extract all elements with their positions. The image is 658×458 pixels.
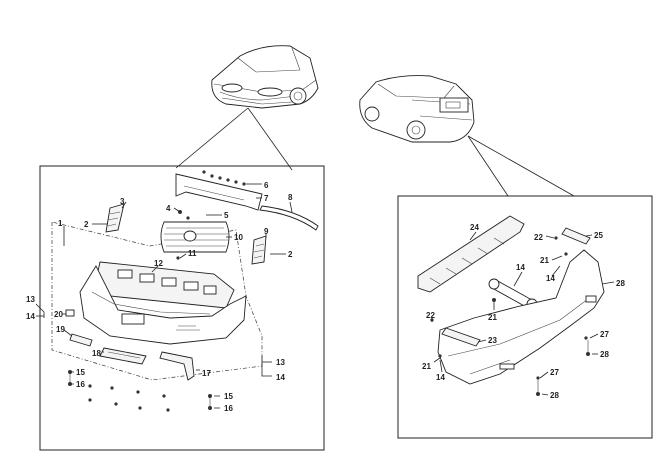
callout-21-strut: 21 bbox=[488, 313, 497, 322]
fasteners bbox=[68, 370, 212, 412]
front-callout-leaders bbox=[35, 183, 293, 409]
callout-10: 10 bbox=[234, 233, 243, 242]
callout-15-right: 15 bbox=[224, 392, 233, 401]
front-callout-labels: 1 2 3 4 5 6 7 8 9 10 2 11 12 13 14 20 19… bbox=[26, 181, 293, 413]
callout-28-bottom: 28 bbox=[550, 391, 559, 400]
rear-bumper-box bbox=[397, 195, 653, 439]
rear-bracket-right bbox=[561, 227, 591, 245]
callout-5: 5 bbox=[224, 211, 229, 220]
bumper-absorber bbox=[95, 261, 235, 309]
callout-22-left: 22 bbox=[426, 311, 435, 320]
callout-19: 19 bbox=[56, 325, 65, 334]
lower-grille bbox=[99, 347, 147, 365]
front-car-illustration bbox=[211, 45, 319, 109]
callout-16-left: 16 bbox=[76, 380, 85, 389]
callout-2-left: 2 bbox=[84, 220, 89, 229]
callout-25: 25 bbox=[594, 231, 603, 240]
rear-absorber bbox=[417, 215, 525, 293]
right-fog-grille bbox=[159, 351, 195, 381]
callout-14-left: 14 bbox=[26, 312, 35, 321]
callout-28-side: 28 bbox=[616, 279, 625, 288]
left-bracket bbox=[105, 203, 125, 233]
callout-13-right: 13 bbox=[276, 358, 285, 367]
clips-row bbox=[202, 170, 246, 186]
rear-callout-labels: 24 22 25 21 14 28 14 21 22 23 21 14 27 2… bbox=[422, 223, 625, 400]
callout-14-top: 14 bbox=[546, 274, 555, 283]
hood-strip bbox=[259, 205, 319, 231]
callout-14-right: 14 bbox=[276, 373, 285, 382]
callout-4: 4 bbox=[166, 204, 171, 213]
callout-14-strut: 14 bbox=[516, 263, 525, 272]
left-fog-grille bbox=[69, 333, 93, 347]
callout-9: 9 bbox=[264, 227, 269, 236]
small-plug bbox=[65, 309, 75, 317]
front-leader-line bbox=[175, 107, 249, 169]
rear-leader-line bbox=[467, 135, 509, 197]
right-bracket bbox=[251, 235, 267, 265]
rear-callout-leaders bbox=[431, 231, 615, 396]
callout-21-top: 21 bbox=[540, 256, 549, 265]
callout-16-right: 16 bbox=[224, 404, 233, 413]
front-bumper-cover bbox=[79, 265, 247, 345]
callout-3: 3 bbox=[120, 197, 125, 206]
callout-17: 17 bbox=[202, 369, 211, 378]
radiator-grille bbox=[160, 221, 230, 253]
callout-27-right: 27 bbox=[600, 330, 609, 339]
rear-car-illustration bbox=[359, 75, 475, 143]
callout-14-bottom: 14 bbox=[436, 373, 445, 382]
callout-21-bottom: 21 bbox=[422, 362, 431, 371]
grille-upper-trim bbox=[175, 173, 263, 211]
callout-11: 11 bbox=[188, 249, 197, 258]
callout-1: 1 bbox=[58, 219, 63, 228]
callout-27-bottom: 27 bbox=[550, 368, 559, 377]
callout-7: 7 bbox=[264, 194, 269, 203]
callout-2-right: 2 bbox=[288, 250, 293, 259]
callout-12: 12 bbox=[154, 259, 163, 268]
callout-28-right: 28 bbox=[600, 350, 609, 359]
callout-24: 24 bbox=[470, 223, 479, 232]
callout-8: 8 bbox=[288, 193, 293, 202]
rear-bracket-left bbox=[441, 327, 481, 347]
callout-18: 18 bbox=[92, 349, 101, 358]
callout-23: 23 bbox=[488, 336, 497, 345]
rear-bumper-cover bbox=[437, 249, 605, 385]
callout-22-top: 22 bbox=[534, 233, 543, 242]
callout-6: 6 bbox=[264, 181, 269, 190]
callout-13-left: 13 bbox=[26, 295, 35, 304]
callout-20: 20 bbox=[54, 310, 63, 319]
callout-15-left: 15 bbox=[76, 368, 85, 377]
